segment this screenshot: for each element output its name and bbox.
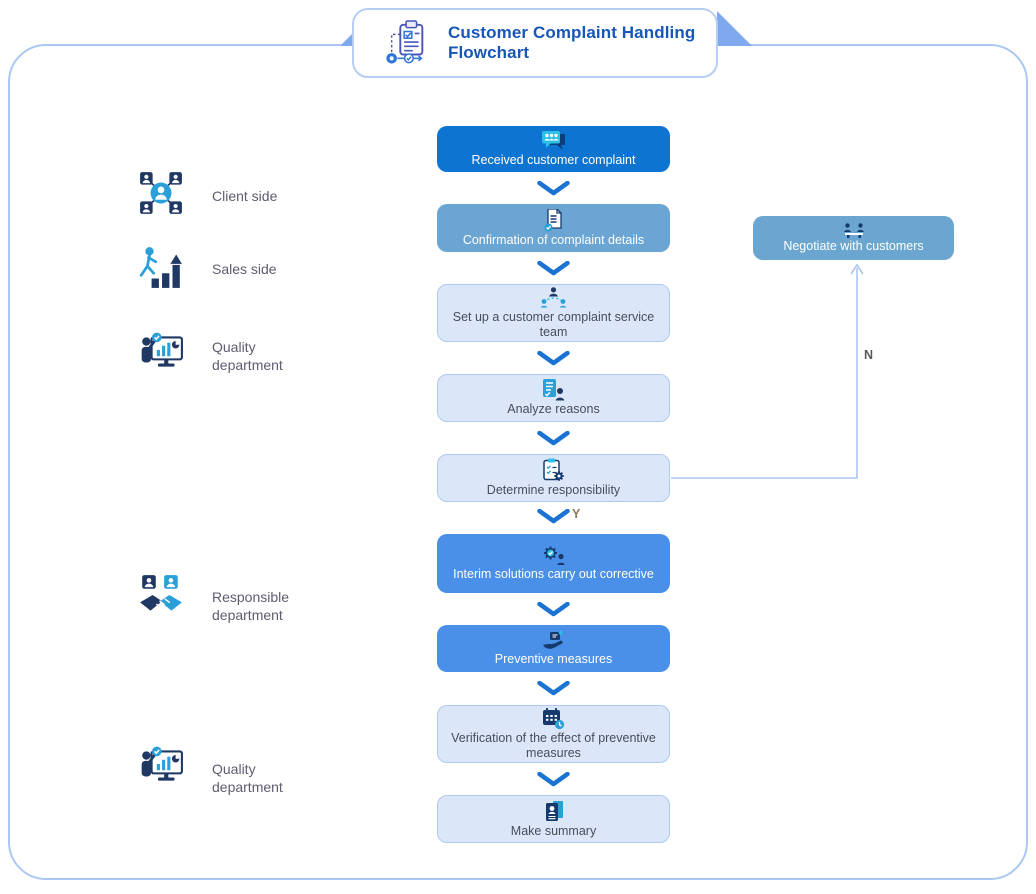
legend-label-sales-side: Sales side (212, 261, 277, 277)
summary-cards-icon (544, 800, 564, 823)
flow-step-label: Interim solutions carry out corrective (453, 567, 654, 581)
flow-arrow-down (537, 681, 570, 696)
flow-step-make-summary: Make summary (437, 795, 670, 843)
flow-step-determine-responsibility: Determine responsibility (437, 454, 670, 502)
flow-step-label: Confirmation of complaint details (462, 232, 645, 247)
flow-step-interim-solutions: Interim solutions carry out corrective (437, 534, 670, 593)
flow-step-label: Negotiate with customers (783, 238, 924, 253)
quality-presenter-icon (138, 328, 186, 376)
decision-yes-label: Y (572, 507, 581, 521)
flow-step-analyze-reasons: Analyze reasons (437, 374, 670, 422)
flow-step-label: Determine responsibility (486, 483, 621, 497)
flow-arrow-down (537, 772, 570, 787)
chat-users-icon (541, 130, 567, 152)
legend-label-quality-department-2: Quality department (212, 761, 283, 795)
flow-arrow-down (537, 602, 570, 617)
legend-label-quality-department: Quality department (212, 339, 283, 373)
team-network-icon (540, 286, 567, 309)
report-person-icon (542, 379, 565, 401)
flow-step-negotiate-with-customers: Negotiate with customers (753, 216, 954, 260)
client-network-icon (138, 170, 186, 218)
flow-arrow-down (537, 431, 570, 446)
flow-arrow-down-yes (537, 509, 570, 524)
flow-step-label: Analyze reasons (507, 402, 600, 416)
flow-step-label: Verification of the effect of preventive… (451, 731, 656, 760)
flow-step-label: Make summary (510, 823, 597, 838)
flow-step-label: Preventive measures (494, 651, 613, 666)
legend-label-client-side: Client side (212, 188, 278, 204)
clipboard-workflow-icon (380, 20, 434, 66)
negotiation-icon (843, 222, 865, 238)
flow-arrow-down (537, 351, 570, 366)
flow-step-label: Received customer complaint (471, 152, 636, 167)
flow-step-confirmation-of-details: Confirmation of complaint details (437, 204, 670, 252)
sales-growth-icon (138, 244, 186, 292)
flow-step-preventive-measures: Preventive measures (437, 625, 670, 672)
title-banner: Customer Complaint Handling Flowchart (352, 8, 718, 78)
hand-care-icon (542, 630, 565, 651)
document-check-icon (544, 208, 563, 232)
flow-step-received-customer-complaint: Received customer complaint (437, 126, 670, 172)
page-title: Customer Complaint Handling Flowchart (448, 23, 696, 62)
responsible-handshake-icon (138, 572, 186, 620)
calendar-clock-icon (542, 707, 565, 730)
legend-label-responsible-department: Responsible department (212, 589, 290, 623)
clipboard-gear-icon (542, 458, 565, 482)
quality-presenter-icon (138, 742, 186, 790)
flow-arrow-down (537, 181, 570, 196)
flow-step-label: Set up a customer complaint service team (452, 310, 655, 339)
decision-no-label: N (864, 348, 874, 362)
flow-step-set-up-service-team: Set up a customer complaint service team (437, 284, 670, 342)
flow-step-verification-of-effect: Verification of the effect of preventive… (437, 705, 670, 763)
flow-arrow-down (537, 261, 570, 276)
gear-check-person-icon (541, 545, 566, 566)
ribbon-fold-right (717, 11, 752, 46)
